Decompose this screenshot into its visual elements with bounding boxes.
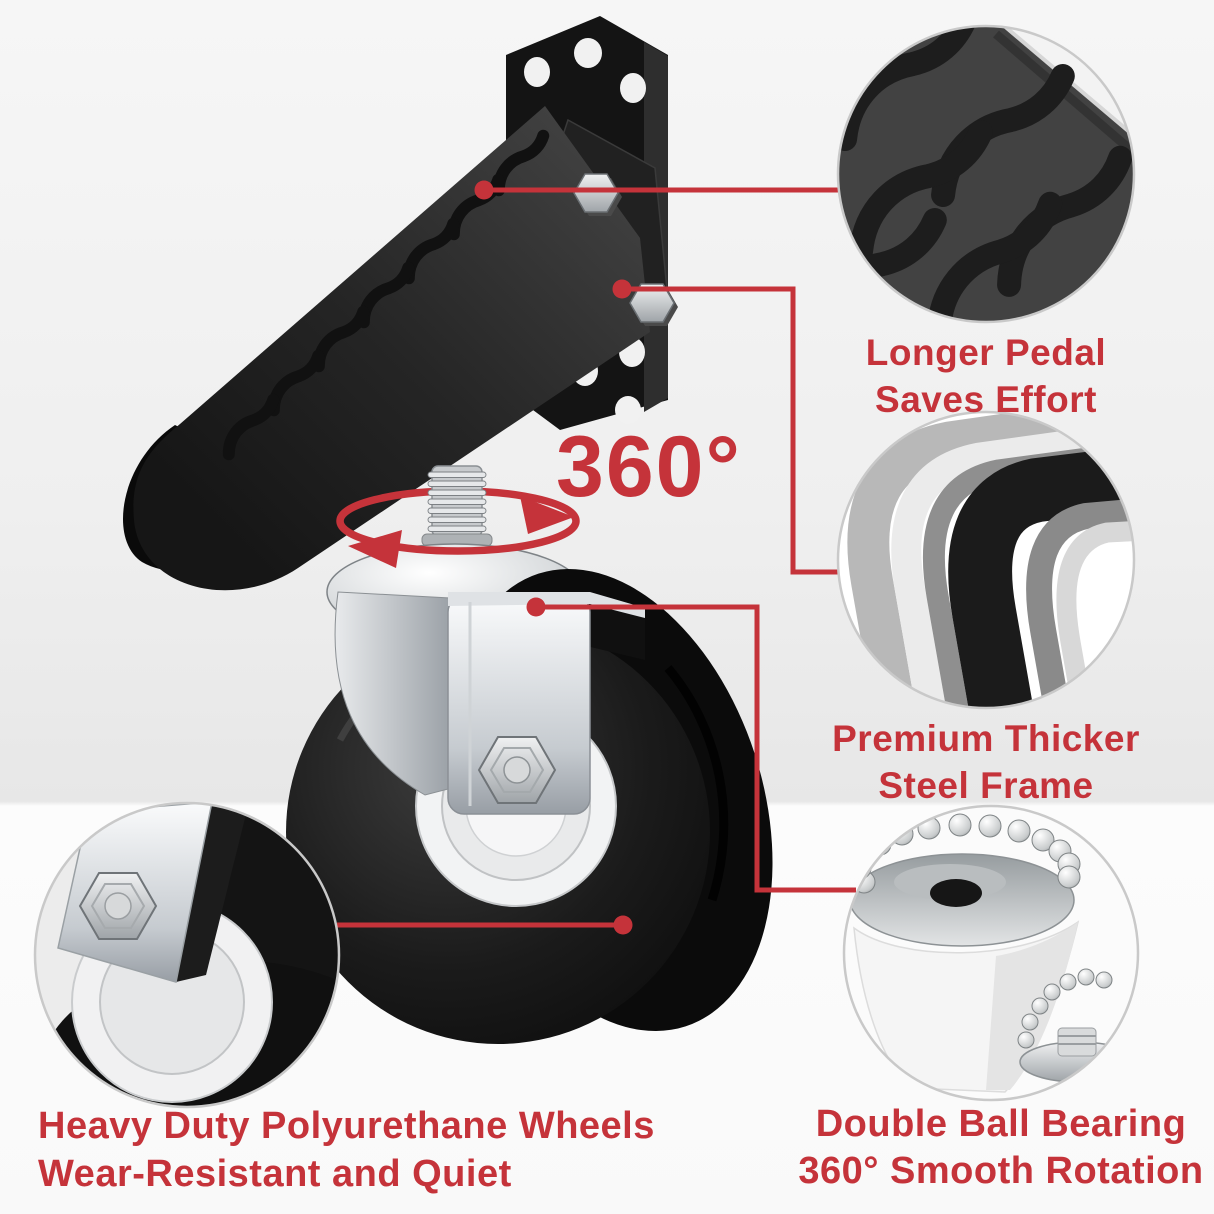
- caption-steel-frame-line1: Premium Thicker: [832, 718, 1140, 759]
- callout-dot-bearing: [526, 597, 546, 617]
- caption-longer-pedal: Longer Pedal Saves Effort: [812, 329, 1160, 423]
- bearing-center-hole: [930, 879, 982, 907]
- callout-dot-wheel: [613, 915, 633, 935]
- bracket-bolt-lower: [629, 283, 678, 326]
- caption-longer-pedal-line2: Saves Effort: [875, 379, 1097, 420]
- caption-wheels-line2: Wear-Resistant and Quiet: [38, 1153, 512, 1195]
- rotation-360-label: 360°: [556, 419, 742, 515]
- caster-fork: [334, 591, 645, 815]
- callout-connectors: [337, 187, 856, 928]
- callout-dot-pedal: [474, 180, 494, 200]
- callout-dot-frame: [612, 279, 632, 299]
- caption-wheels-line1: Heavy Duty Polyurethane Wheels: [38, 1105, 655, 1147]
- zoom-circle-wheel: [33, 801, 341, 1109]
- axle-bolt: [477, 736, 557, 804]
- zoom-circle-ball-bearing: [842, 804, 1140, 1102]
- caption-wheels: Heavy Duty Polyurethane Wheels Wear-Resi…: [38, 1102, 678, 1198]
- caption-ball-bearing: Double Ball Bearing 360° Smooth Rotation: [795, 1101, 1207, 1195]
- threaded-stem: [421, 465, 493, 547]
- callout-dots: [474, 180, 633, 935]
- lower-ball-ring: [1017, 968, 1113, 1049]
- pedal-surface: [133, 106, 651, 591]
- callout-line-bearing: [536, 604, 856, 893]
- zoom-circle-steel-frame: [836, 410, 1136, 710]
- brake-pedal-assembly: [122, 16, 678, 591]
- caption-longer-pedal-line1: Longer Pedal: [865, 332, 1107, 373]
- callout-line-frame: [622, 286, 838, 575]
- caption-steel-frame: Premium Thicker Steel Frame: [812, 715, 1160, 809]
- rotation-arrow-icon: [336, 496, 580, 568]
- swivel-caster: [286, 465, 773, 1044]
- caption-ball-bearing-line1: Double Ball Bearing: [815, 1103, 1187, 1145]
- axle-bolt-closeup: [78, 872, 158, 940]
- caption-steel-frame-line2: Steel Frame: [878, 765, 1094, 806]
- zoom-circle-pedal-texture: [836, 24, 1136, 324]
- caption-ball-bearing-line2: 360° Smooth Rotation: [798, 1150, 1204, 1192]
